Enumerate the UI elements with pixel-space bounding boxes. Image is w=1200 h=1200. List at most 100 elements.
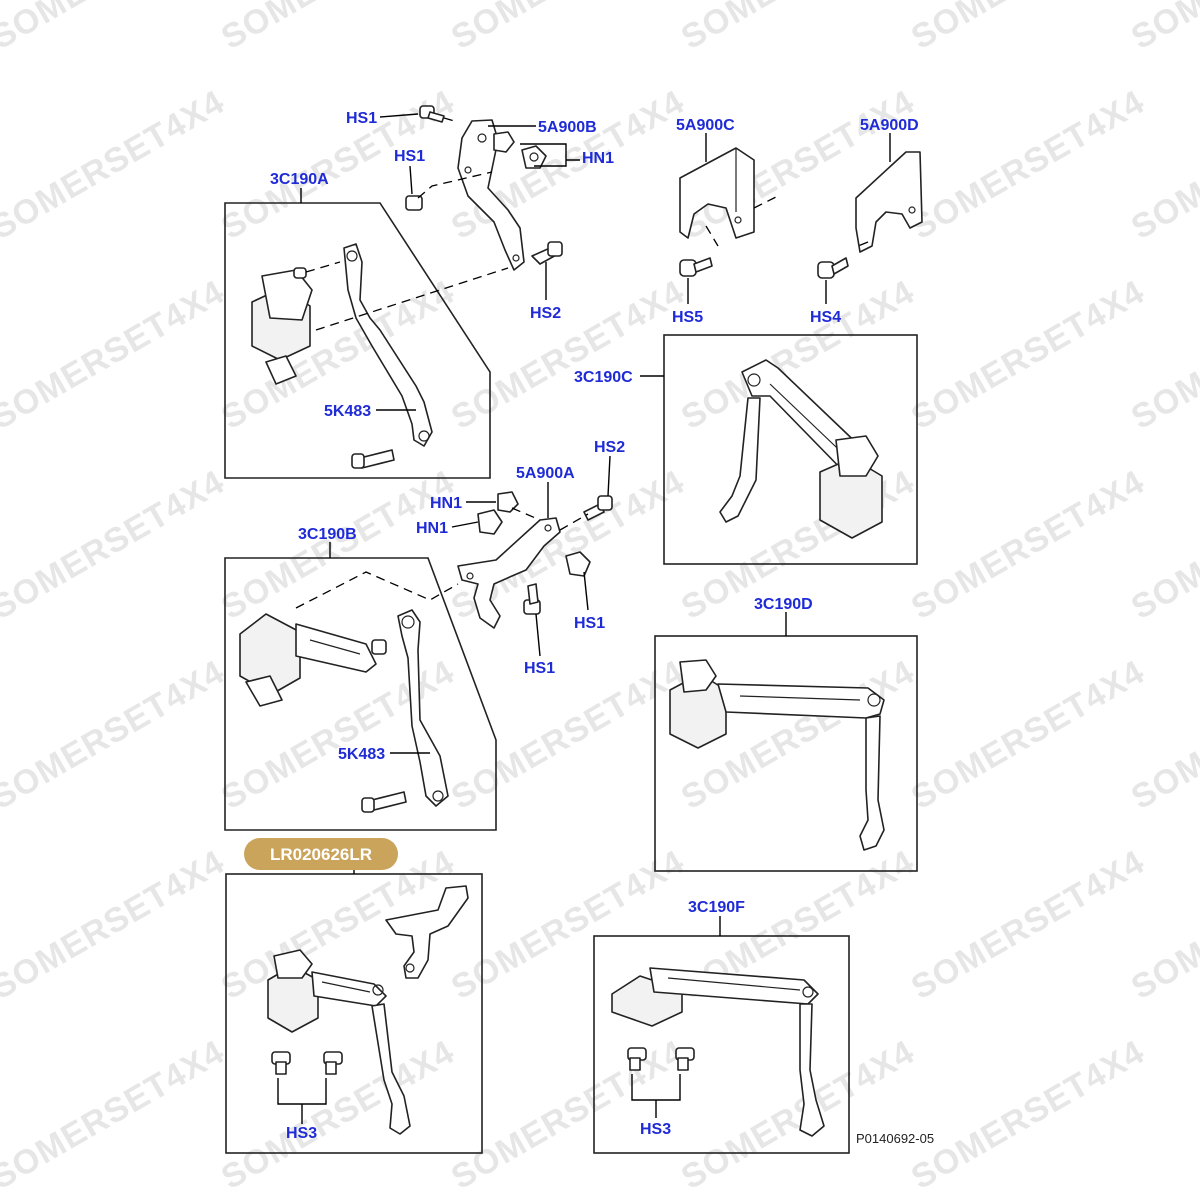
dash-line [705,225,719,247]
leader-line [583,571,589,611]
watermark: SOMERSET4X4 [905,83,1151,247]
sensor-3c190b [239,609,449,807]
leader-line [607,455,611,497]
section-box-3c190b [224,557,497,831]
dash-line [305,261,341,273]
callout-hn1-b: HN1 [416,520,448,537]
bolt-hs3-right-1 [627,1047,647,1071]
watermark: SOMERSET4X4 [445,273,691,437]
callout-5k483-bot: 5K483 [338,746,385,763]
watermark: SOMERSET4X4 [0,0,231,57]
watermark: SOMERSET4X4 [675,0,921,57]
bolt-3c190a [351,449,395,469]
nut-hn1-top [521,145,547,169]
watermark: SOMERSET4X4 [1125,0,1200,57]
bolt-hs5 [679,257,713,277]
callout-3c190c: 3C190C [574,369,633,386]
callout-hs1-low: HS1 [524,660,555,677]
bolt-3c190b [361,791,407,813]
bolt-hs4 [817,257,849,279]
callout-5a900c: 5A900C [676,117,735,134]
callout-hn1-a: HN1 [430,495,462,512]
bolt-hs1-right [565,551,591,577]
callout-hs2-top: HS2 [530,305,561,322]
watermark: SOMERSET4X4 [0,463,231,627]
sensor-3c190f [611,967,825,1137]
bolt-hs2-mid [583,495,613,521]
dash-line [295,571,459,609]
watermark: SOMERSET4X4 [0,653,231,817]
callout-3c190f: 3C190F [688,899,745,916]
leader-line [451,521,479,528]
nut-hn1-a [497,491,519,513]
bolt-hs1-low [523,583,541,615]
bolt-hs3-left-2 [323,1051,343,1075]
watermark: SOMERSET4X4 [905,653,1151,817]
bolt-hs1-top [419,105,445,123]
watermark: SOMERSET4X4 [905,463,1151,627]
watermark: SOMERSET4X4 [905,273,1151,437]
callout-3c190b: 3C190B [298,526,357,543]
callout-3c190a: 3C190A [270,171,329,188]
leader-line [535,613,541,657]
callout-hs1-top: HS1 [346,110,377,127]
nut-5a900b [493,131,515,153]
leader-line [277,1078,327,1124]
leader-line [631,1074,681,1118]
nut-hn1-b [477,509,503,535]
dash-line [559,513,589,531]
watermark: SOMERSET4X4 [0,843,231,1007]
callout-3c190d: 3C190D [754,596,813,613]
callout-hs2-mid: HS2 [594,439,625,456]
sensor-3c190a [251,243,433,447]
callout-5a900d: 5A900D [860,117,919,134]
section-box-3c190f [593,935,850,1154]
watermark: SOMERSET4X4 [905,843,1151,1007]
bolt-hs2-top [531,241,563,265]
bolt-hs3-left-1 [271,1051,291,1075]
callout-5a900a: 5A900A [516,465,575,482]
dash-line [511,507,541,521]
bracket-5a900c [679,147,755,239]
watermark: SOMERSET4X4 [445,0,691,57]
watermark: SOMERSET4X4 [215,0,461,57]
diagram-reference-code: P0140692-05 [856,1131,934,1146]
leader-line [379,113,419,118]
dash-line [417,171,493,199]
callout-hs5: HS5 [672,309,703,326]
watermark: SOMERSET4X4 [0,1033,231,1197]
bolt-hs1-mid [405,195,423,211]
part-number-badge: LR020626LR [244,838,398,870]
callout-hs1-mid: HS1 [394,148,425,165]
badge-background [244,838,398,870]
bracket-5a900d [855,151,923,253]
bolt-hs3-right-2 [675,1047,695,1071]
watermark: SOMERSET4X4 [0,83,231,247]
watermark: SOMERSET4X4 [675,1033,921,1197]
watermark: SOMERSET4X4 [905,1033,1151,1197]
callout-labels: HS1 5A900B HS1 HN1 3C190A HS2 5A900C 5A9… [270,110,919,1142]
sensor-3c190c [719,359,883,539]
callout-hn1-top: HN1 [582,150,614,167]
watermark: SOMERSET4X4 [905,0,1151,57]
dash-line [443,117,459,123]
watermark: SOMERSET4X4 [0,273,231,437]
sensor-3c190d [669,659,885,851]
callout-hs3-left: HS3 [286,1125,317,1142]
bracket-5a900a [457,517,561,629]
section-box-3c190a [224,202,491,479]
leader-line [520,143,580,167]
callout-hs4: HS4 [810,309,841,326]
badge-label: LR020626LR [270,845,372,864]
callout-5a900b: 5A900B [538,119,597,136]
dash-line [315,267,509,331]
callout-hs3-right: HS3 [640,1121,671,1138]
callout-5k483-top: 5K483 [324,403,371,420]
watermark: SOMERSET4X4 [215,463,461,627]
sensor-lr020626lr [267,885,469,1135]
leader-line [409,165,413,195]
dash-line [753,195,779,209]
